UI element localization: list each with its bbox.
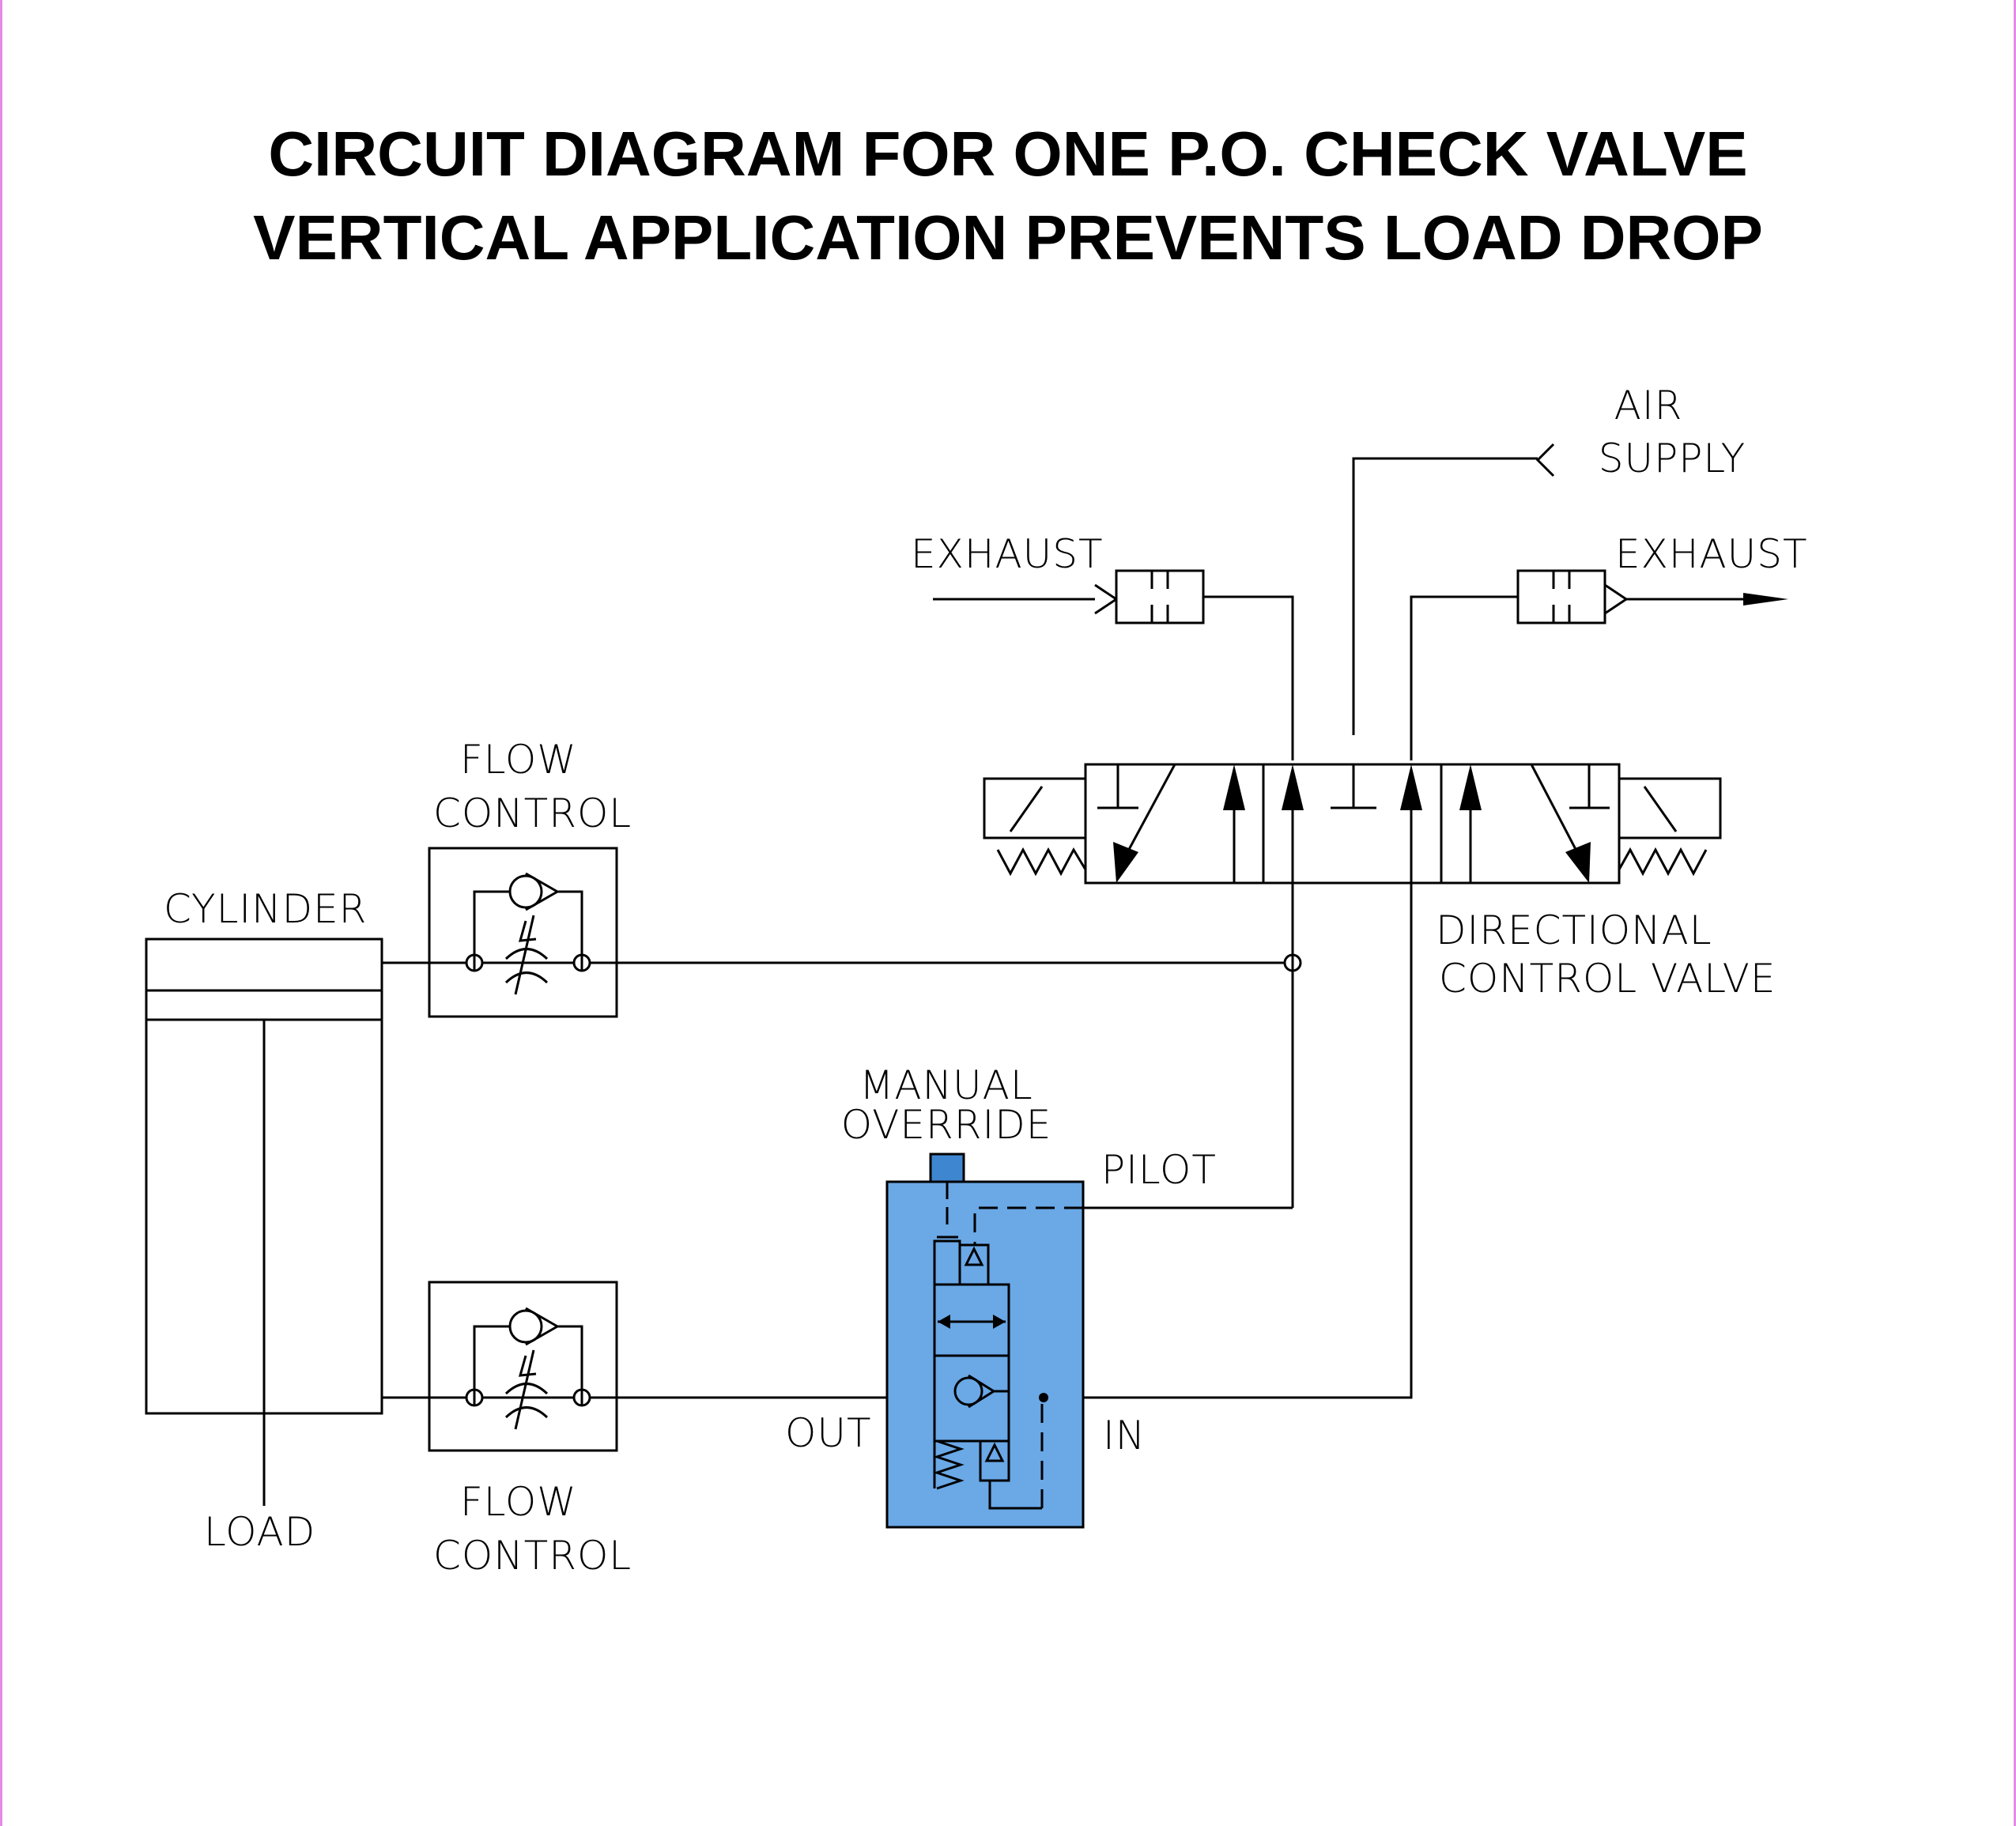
manual-override-label-2: OVERRIDE xyxy=(841,1102,1052,1148)
load-label: LOAD xyxy=(204,1509,315,1555)
directional-control-valve: DIRECTIONAL CONTROL VALVE xyxy=(983,763,1776,1002)
flow-control-top-label-1: FLOW xyxy=(460,737,577,783)
flow-control-bottom-label-2: CONTROL xyxy=(433,1533,632,1579)
exhaust-muffler-right: EXHAUST xyxy=(1410,531,1808,760)
manual-override-label-1: MANUAL xyxy=(859,1062,1033,1108)
title-line-1: CIRCUIT DIAGRAM FOR ONE P.O. CHECK VALVE xyxy=(268,119,1747,189)
pilot-label: PILOT xyxy=(1101,1147,1217,1193)
cylinder: CYLINDER LOAD xyxy=(145,886,383,1555)
po-check-valve: MANUAL OVERRIDE xyxy=(841,1062,1085,1529)
page-edge-left xyxy=(0,0,2,1826)
flow-control-top: FLOW CONTROL xyxy=(428,737,632,1018)
in-label: IN xyxy=(1103,1413,1146,1458)
exhaust-right-label: EXHAUST xyxy=(1615,531,1808,577)
out-label: OUT xyxy=(785,1410,872,1456)
cylinder-label: CYLINDER xyxy=(164,886,367,932)
air-supply-label-2: SUPPLY xyxy=(1599,436,1746,481)
flow-control-top-label-2: CONTROL xyxy=(433,790,632,836)
title-line-2: VERTICAL APPLICATION PREVENTS LOAD DROP xyxy=(253,202,1763,273)
directional-valve-label-1: DIRECTIONAL xyxy=(1436,907,1712,953)
flow-control-bottom-label-1: FLOW xyxy=(460,1479,577,1525)
flow-control-bottom: FLOW CONTROL xyxy=(428,1281,632,1579)
directional-valve-label-2: CONTROL VALVE xyxy=(1439,956,1776,1002)
air-supply: AIR SUPPLY xyxy=(1352,383,1746,735)
manual-override-button[interactable] xyxy=(929,1153,965,1183)
page-edge-right xyxy=(2014,0,2016,1826)
exhaust-left-label: EXHAUST xyxy=(911,531,1104,577)
air-supply-label-1: AIR xyxy=(1614,383,1683,428)
exhaust-muffler-left: EXHAUST xyxy=(911,531,1294,760)
